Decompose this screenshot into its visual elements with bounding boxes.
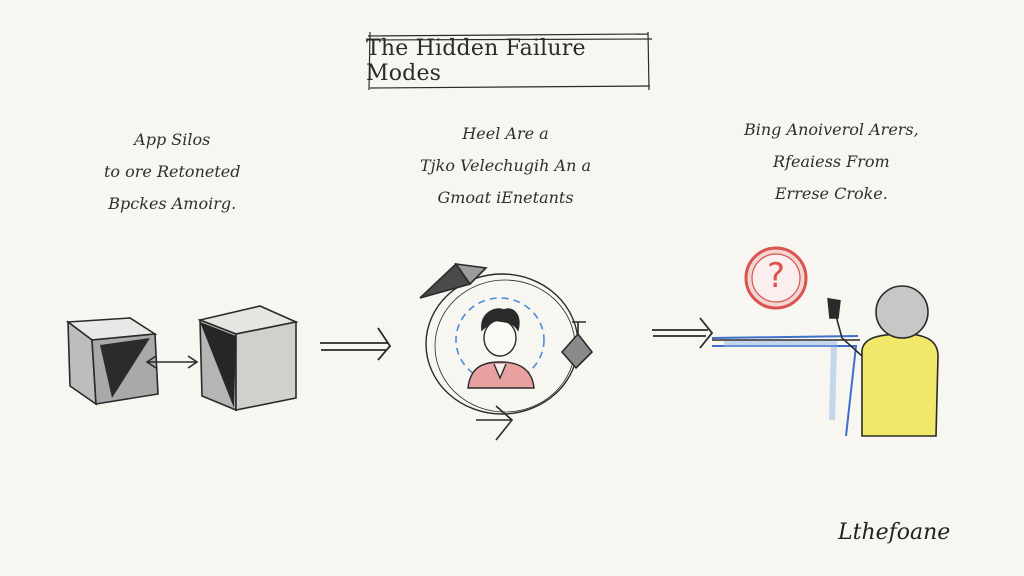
person-icon xyxy=(467,308,535,389)
cycle-arrow-right-icon xyxy=(560,321,594,370)
question-badge-icon xyxy=(744,246,808,310)
double-arrow-icon xyxy=(145,355,199,369)
caption-right-line-1: Bing Anoiverol Arers, xyxy=(744,120,919,139)
dashed-ring xyxy=(455,297,545,383)
desk-surface xyxy=(711,335,859,437)
cube-right xyxy=(197,305,299,412)
caption-right-line-3: Erresе Croke. xyxy=(774,184,888,203)
cube-left xyxy=(65,317,159,406)
caption-middle: Heel Are a Tjko Velechugih An a Gmoat iE… xyxy=(420,118,591,214)
title-frame: The Hidden Failure Modes xyxy=(366,32,652,90)
artist-signature: Lthefoane xyxy=(838,520,951,545)
person-back-view xyxy=(827,285,939,437)
page-title: The Hidden Failure Modes xyxy=(366,36,586,86)
cycle-arrow-top-icon xyxy=(419,262,488,299)
title-frame-border xyxy=(366,32,652,90)
caption-left-line-3: Bpckes Amoirg. xyxy=(108,194,237,213)
caption-right-line-2: Rfeaiess From xyxy=(773,152,890,171)
arrow-right-icon-2 xyxy=(652,317,714,349)
caption-left: App Silos to ore Retoneted Bpckes Amoirg… xyxy=(104,124,240,220)
caption-left-line-2: to ore Retoneted xyxy=(104,162,241,181)
question-mark: ? xyxy=(766,256,786,296)
caption-middle-line-1: Heel Are a xyxy=(462,124,549,143)
caption-left-line-1: App Silos xyxy=(134,130,211,149)
cycle-arrow-bottom-icon xyxy=(476,405,514,441)
caption-middle-line-3: Gmoat iEnetants xyxy=(437,188,574,207)
caption-right: Bing Anoiverol Arers, Rfeaiess From Erre… xyxy=(744,114,919,210)
arrow-right-icon xyxy=(320,327,392,361)
caption-middle-line-2: Tjko Velechugih An a xyxy=(420,156,591,175)
